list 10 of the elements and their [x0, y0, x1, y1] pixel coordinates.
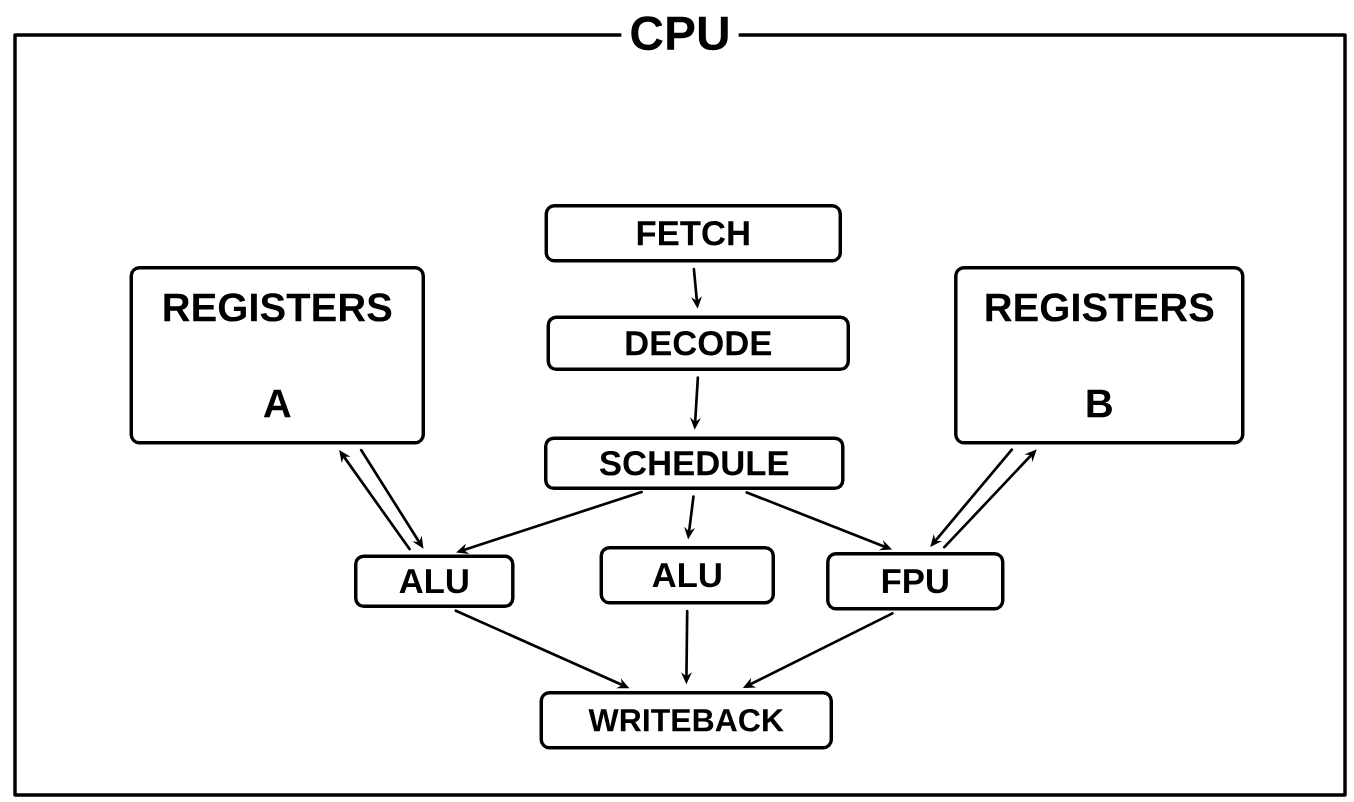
process-box: WRITEBACK — [539, 691, 833, 750]
arrow — [930, 448, 1014, 547]
process-box: FPU — [826, 552, 1005, 611]
process-box: DECODE — [546, 315, 850, 371]
process-box: ALU — [354, 554, 515, 608]
register-box: REGISTERS B — [954, 266, 1245, 445]
process-box: FETCH — [544, 204, 842, 263]
register-box: REGISTERS A — [129, 266, 425, 445]
process-box: SCHEDULE — [544, 436, 845, 490]
process-box: ALU — [599, 546, 775, 605]
